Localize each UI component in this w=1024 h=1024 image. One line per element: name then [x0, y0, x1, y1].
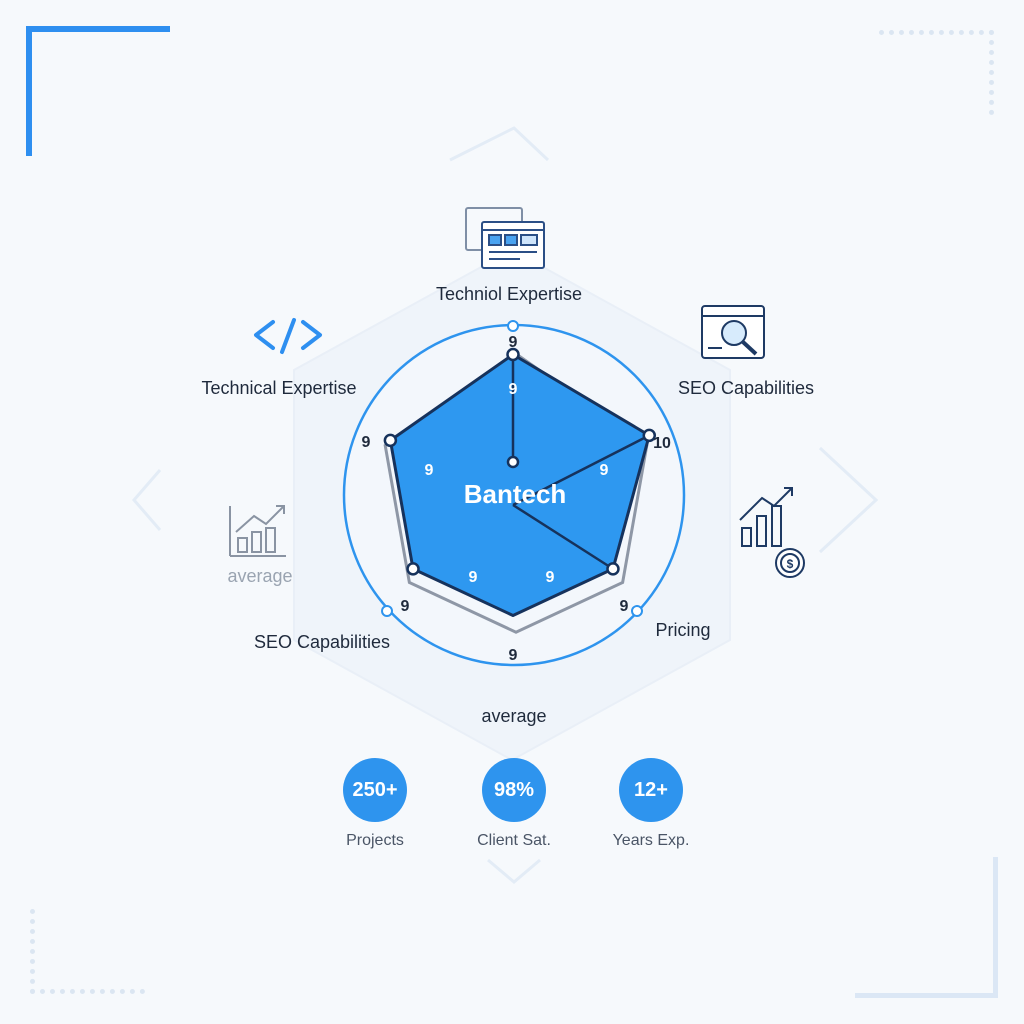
- spoke-2: [512, 503, 614, 570]
- outer-value-1: 10: [653, 435, 671, 452]
- outer-value-4: 9: [401, 598, 410, 615]
- corner-frame-top-left: [26, 26, 170, 156]
- stat-projects-value: 250+: [343, 758, 407, 822]
- axis-label-1: SEO Capabilities: [678, 378, 814, 398]
- corner-frame-bottom-right: [855, 857, 998, 998]
- ring-marker-left: [381, 605, 393, 617]
- inner-value-3: 9: [469, 569, 478, 586]
- stat-client-sat-caption: Client Sat.: [477, 832, 551, 849]
- outer-value-5: 9: [362, 434, 371, 451]
- vertex-marker-1: [642, 428, 657, 443]
- ring-marker-top: [507, 320, 519, 332]
- stat-projects-caption: Projects: [346, 832, 404, 849]
- axis-label-3: average: [481, 706, 546, 726]
- code-icon: [254, 318, 322, 354]
- stat-years-exp-caption: Years Exp.: [612, 832, 690, 849]
- outer-value-3: 9: [509, 647, 518, 664]
- center-label: Bantech: [464, 479, 567, 509]
- inner-value-1: 9: [600, 462, 609, 479]
- svg-text:$: $: [787, 557, 794, 571]
- center-dot: [506, 455, 520, 469]
- vertex-marker-2: [606, 562, 620, 576]
- pricing-icon: $: [739, 487, 805, 578]
- side-label: average: [227, 566, 292, 586]
- growth-chart-icon: [229, 505, 286, 557]
- stat-client-sat: 98% Client Sat.: [454, 758, 574, 850]
- vertex-markers: [383, 347, 657, 576]
- stat-projects: 250+ Projects: [315, 758, 435, 850]
- axis-label-5: Technical Expertise: [201, 378, 356, 398]
- axis-label-0: Techniol Expertise: [436, 284, 582, 304]
- vertex-marker-0: [506, 347, 520, 362]
- dotted-frame-bottom-left: [30, 909, 145, 994]
- background-diamonds: [132, 126, 879, 884]
- outer-value-0: 9: [509, 334, 518, 351]
- stat-client-sat-value: 98%: [482, 758, 546, 822]
- stat-years-exp: 12+ Years Exp.: [591, 758, 711, 850]
- inner-value-0: 9: [509, 381, 518, 398]
- axis-label-2: Pricing: [655, 620, 710, 640]
- stat-years-exp-value: 12+: [619, 758, 683, 822]
- dotted-frame-top-right: [879, 30, 994, 115]
- search-icon: [701, 305, 765, 359]
- outer-value-2: 9: [620, 598, 629, 615]
- vertex-marker-5: [383, 433, 398, 448]
- spoke-1: [512, 434, 650, 507]
- spokes: [511, 354, 650, 570]
- vertex-marker-4: [406, 562, 420, 576]
- dashboard-icon: [465, 207, 545, 269]
- ring-marker-right: [631, 605, 643, 617]
- inner-value-4: 9: [425, 462, 434, 479]
- axis-label-4: SEO Capabilities: [254, 632, 390, 652]
- inner-value-2: 9: [546, 569, 555, 586]
